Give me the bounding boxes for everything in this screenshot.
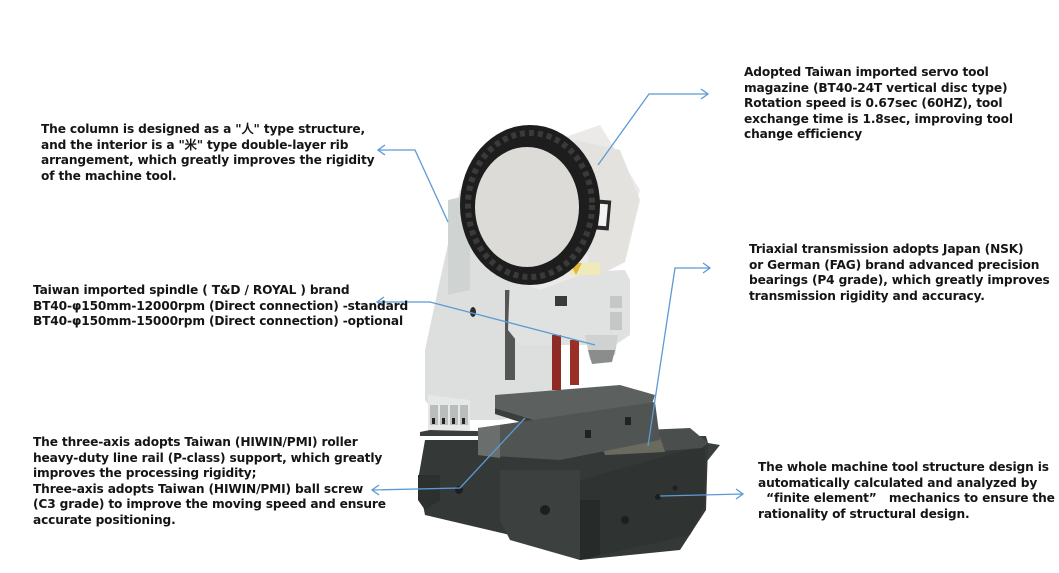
annotation-line: (C3 grade) to improve the moving speed a… xyxy=(33,497,386,511)
annotation-line: magazine (BT40-24T vertical disc type) xyxy=(744,80,1008,95)
annotation-line: The three-axis adopts Taiwan (HIWIN/PMI)… xyxy=(33,435,358,449)
annotation-line: automatically calculated and analyzed by xyxy=(758,475,1038,490)
annotation-line: rationality of structural design. xyxy=(758,506,970,521)
annotation-bearings: Triaxial transmission adopts Japan (NSK)… xyxy=(749,242,1050,304)
annotation-line: arrangement, which greatly improves the … xyxy=(41,153,375,167)
annotation-spindle: Taiwan imported spindle ( T&D / ROYAL ) … xyxy=(33,283,408,330)
annotation-line: bearings (P4 grade), which greatly impro… xyxy=(749,273,1050,287)
annotation-line: change efficiency xyxy=(744,127,863,141)
annotation-line: Taiwan imported spindle ( T&D / ROYAL ) … xyxy=(33,283,350,297)
annotation-structure: The whole machine tool structure design … xyxy=(758,460,1055,522)
annotation-line: heavy-duty line rail (P-class) support, … xyxy=(33,450,383,465)
tool-magazine xyxy=(460,125,640,290)
annotation-line: transmission rigidity and accuracy. xyxy=(749,288,985,303)
annotation-line: Three-axis adopts Taiwan (HIWIN/PMI) bal… xyxy=(33,481,364,496)
annotation-line: Adopted Taiwan imported servo tool xyxy=(744,65,989,79)
annotation-line: improves the processing rigidity; xyxy=(33,466,257,480)
annotation-line: accurate positioning. xyxy=(33,512,176,527)
annotation-line: Rotation speed is 0.67sec (60HZ), tool xyxy=(744,96,1003,110)
annotation-tool-magazine: Adopted Taiwan imported servo tool magaz… xyxy=(744,65,1013,143)
annotation-column: The column is designed as a "人" type str… xyxy=(41,122,375,184)
z-axis-guard-right xyxy=(570,340,579,385)
z-axis-guard-left xyxy=(552,335,561,390)
annotation-line: The whole machine tool structure design … xyxy=(758,460,1049,474)
annotation-rails: The three-axis adopts Taiwan (HIWIN/PMI)… xyxy=(33,435,386,528)
annotation-line: BT40-φ150mm-12000rpm (Direct connection)… xyxy=(33,298,409,313)
annotation-line: Triaxial transmission adopts Japan (NSK) xyxy=(749,242,1024,256)
machine-base xyxy=(418,428,720,560)
annotation-line: exchange time is 1.8sec, improving tool xyxy=(744,111,1013,126)
annotation-line: and the interior is a "米" type double-la… xyxy=(41,137,349,152)
annotation-line: “finite element” mechanics to ensure the xyxy=(758,491,1055,505)
annotation-line: of the machine tool. xyxy=(41,168,177,183)
annotation-line: or German (FAG) brand advanced precision xyxy=(749,257,1040,272)
annotation-line: The column is designed as a "人" type str… xyxy=(41,122,365,136)
annotation-line: BT40-φ150mm-15000rpm (Direct connection)… xyxy=(33,314,403,328)
